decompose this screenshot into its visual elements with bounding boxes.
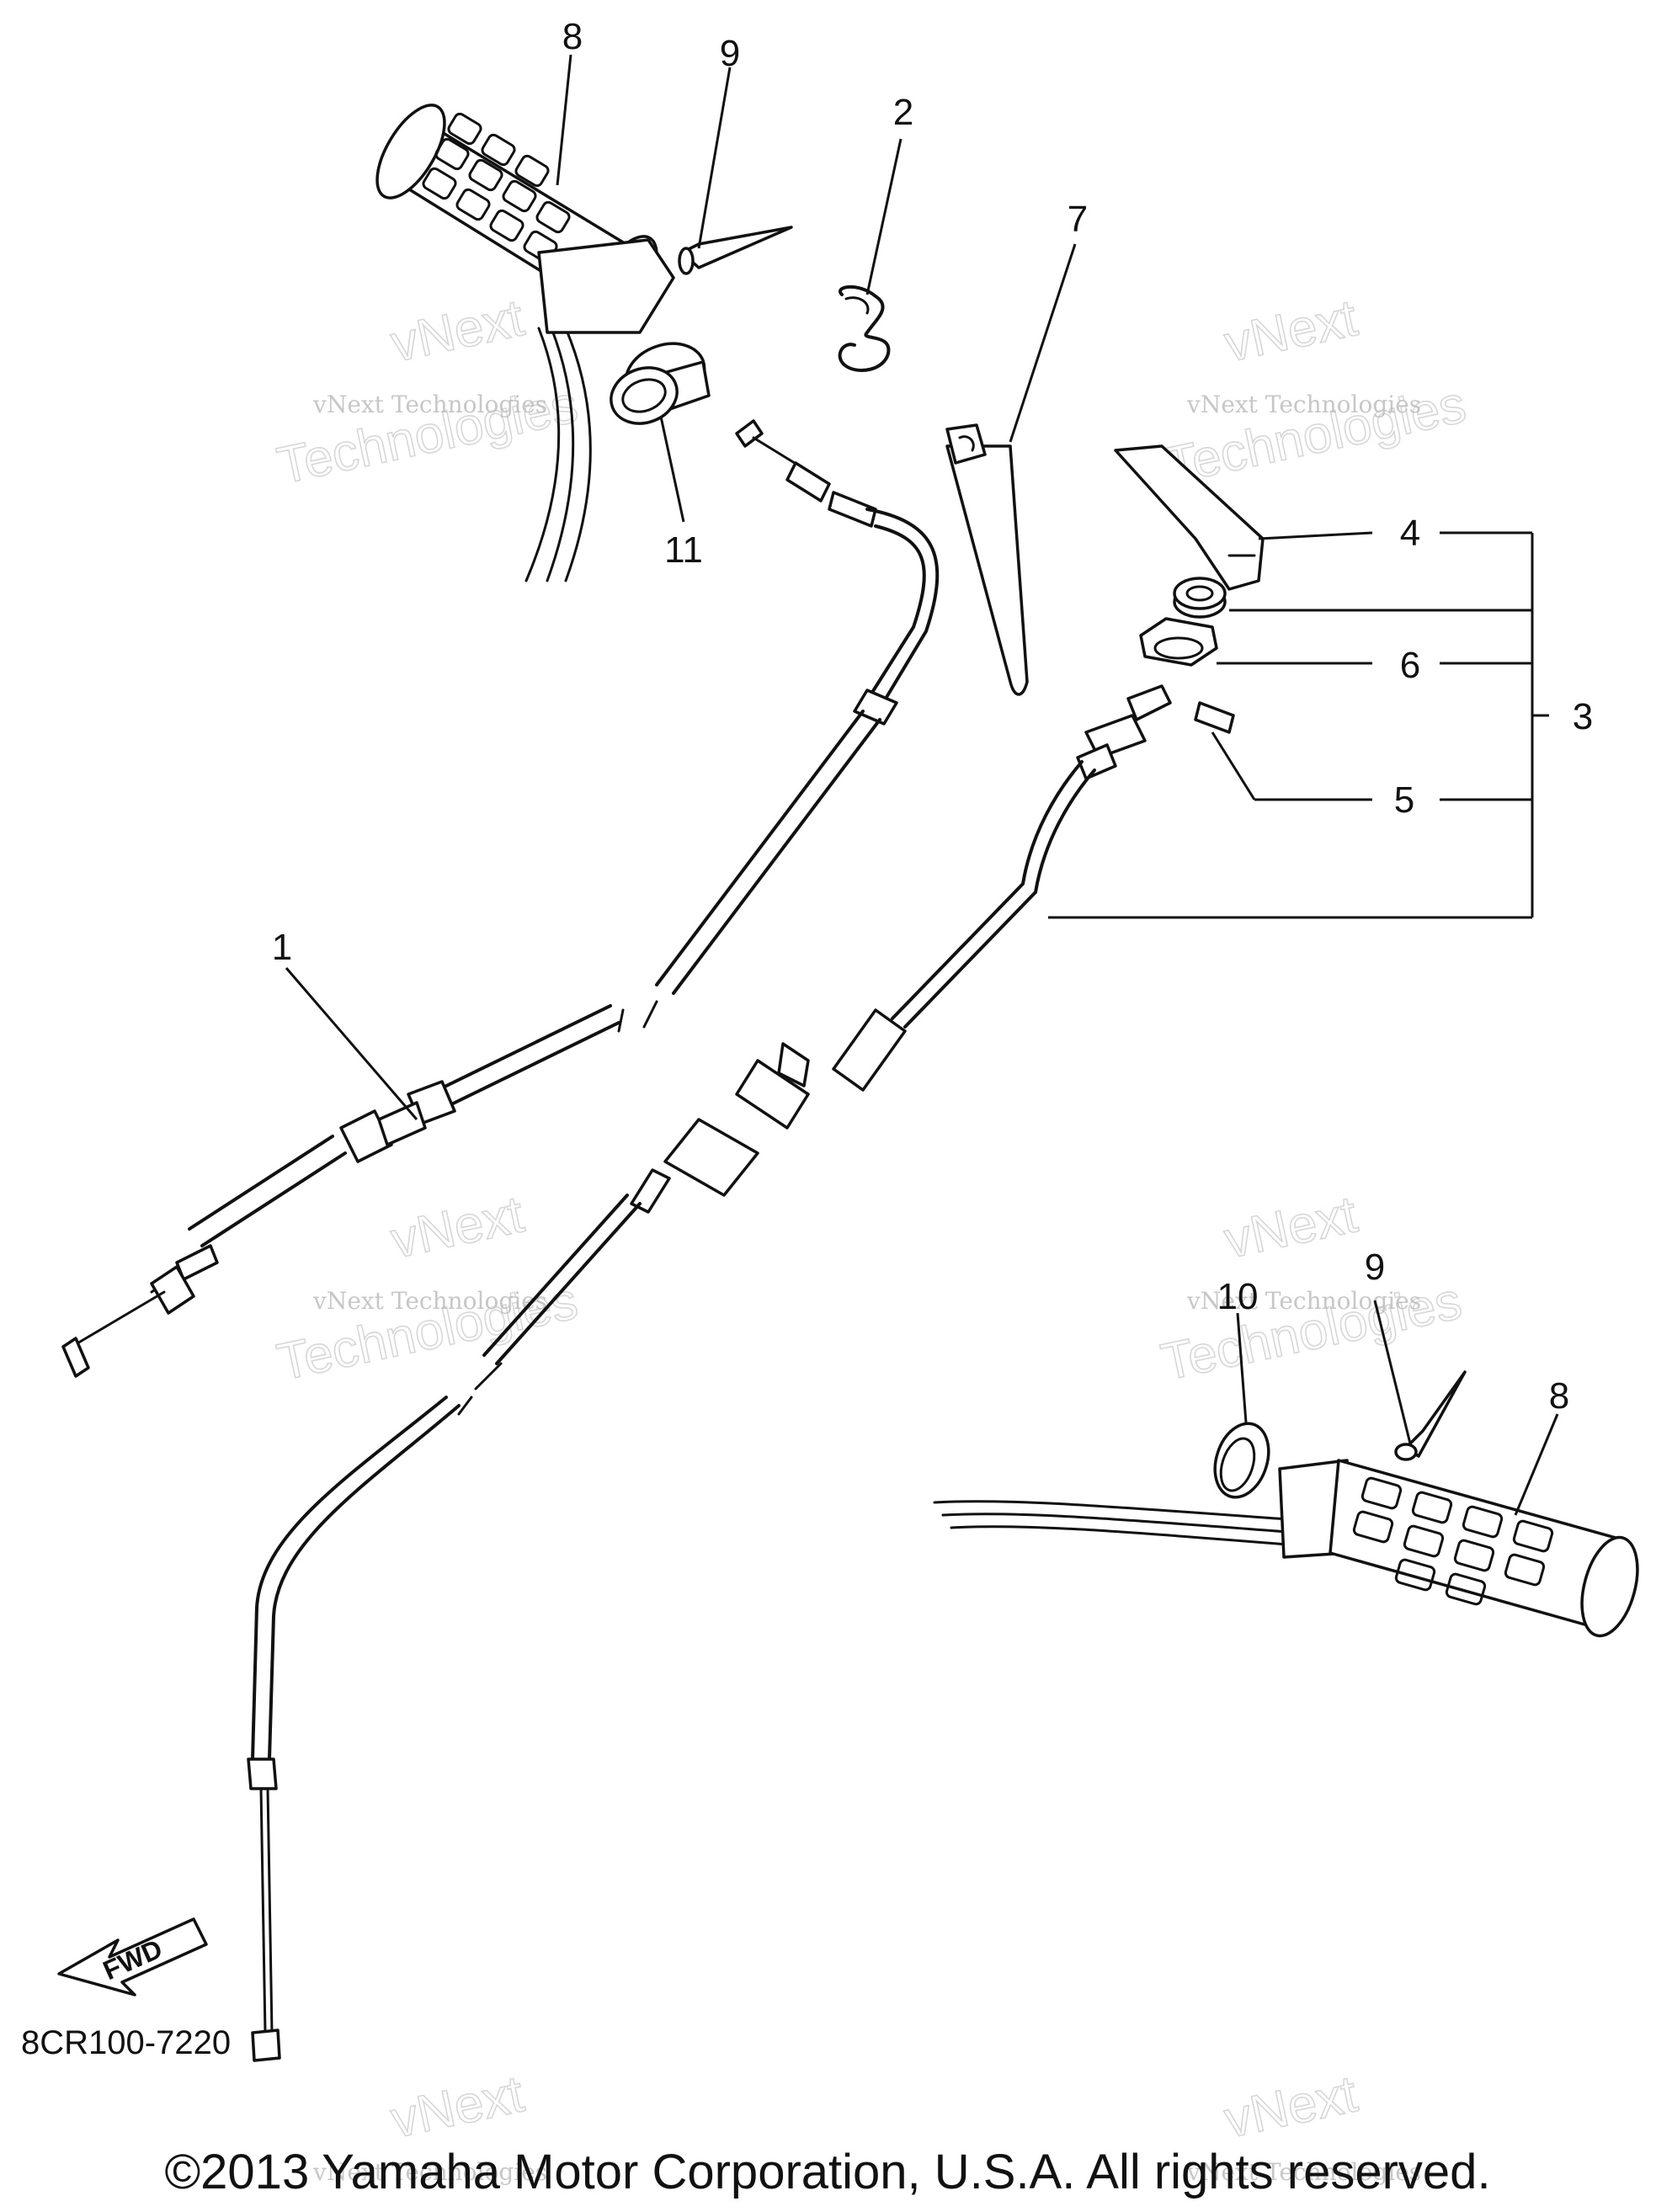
svg-text:vNext: vNext [1220, 2065, 1362, 2149]
callout-5: 5 [1394, 779, 1414, 821]
nut-6 [1139, 617, 1218, 667]
left-handlebar-grip [375, 104, 675, 582]
svg-text:vNext: vNext [386, 289, 529, 373]
watermark-top-left: vNext vNext Technologies Technologies [272, 288, 583, 496]
svg-text:vNext: vNext [386, 2065, 529, 2149]
svg-text:vNext: vNext [1220, 289, 1362, 373]
svg-text:vNext: vNext [386, 1185, 529, 1269]
collar-10 [1213, 1422, 1270, 1499]
svg-text:vNext Technologies: vNext Technologies [1186, 2158, 1421, 2186]
throttle-cable-assembly [247, 684, 1172, 2062]
svg-text:vNext Technologies: vNext Technologies [1186, 391, 1421, 418]
leader-lines [285, 54, 1559, 1516]
watermark-top-right: vNext vNext Technologies Technologies [1160, 288, 1472, 496]
svg-text:vNext Technologies: vNext Technologies [312, 1287, 547, 1315]
fwd-arrow-icon: FWD [57, 1917, 208, 1997]
callout-4: 4 [1400, 513, 1420, 554]
right-handlebar-grip [933, 1459, 1639, 1638]
cable-1 [61, 419, 940, 1378]
svg-text:vNext Technologies: vNext Technologies [312, 2158, 547, 2186]
collar-11 [610, 342, 711, 425]
watermark-middle-right: vNext vNext Technologies Technologies [1156, 1184, 1467, 1392]
svg-text:vNext Technologies: vNext Technologies [312, 391, 547, 418]
watermark-middle-left: vNext vNext Technologies Technologies [272, 1184, 583, 1392]
callout-7: 7 [1068, 199, 1088, 240]
callout-8-bottom: 8 [1549, 1375, 1569, 1417]
pin-5 [1194, 701, 1235, 734]
clip-2 [838, 284, 891, 372]
callout-9-top: 9 [720, 33, 740, 74]
screw-bottom [1394, 1370, 1467, 1461]
svg-text:vNext Technologies: vNext Technologies [1186, 1287, 1421, 1315]
svg-text:vNext: vNext [1220, 1185, 1362, 1269]
callout-3: 3 [1573, 696, 1593, 737]
washer [1173, 577, 1227, 619]
copyright: ©2013 Yamaha Motor Corporation, U.S.A. A… [164, 2145, 1490, 2199]
callout-numbers: 8 9 2 7 11 4 6 3 5 1 10 9 8 [272, 16, 1593, 1417]
callout-6: 6 [1400, 645, 1420, 686]
lever-4 [1114, 444, 1265, 591]
callout-11: 11 [664, 529, 703, 571]
pin-7 [945, 423, 1029, 696]
callout-10: 10 [1217, 1276, 1259, 1317]
callout-2: 2 [893, 92, 913, 133]
screw-top [678, 226, 793, 275]
callout-8-top: 8 [562, 16, 583, 57]
diagram-code: 8CR100-7220 [21, 2024, 231, 2061]
callout-1: 1 [272, 927, 292, 968]
callout-9-bottom: 9 [1365, 1247, 1385, 1288]
